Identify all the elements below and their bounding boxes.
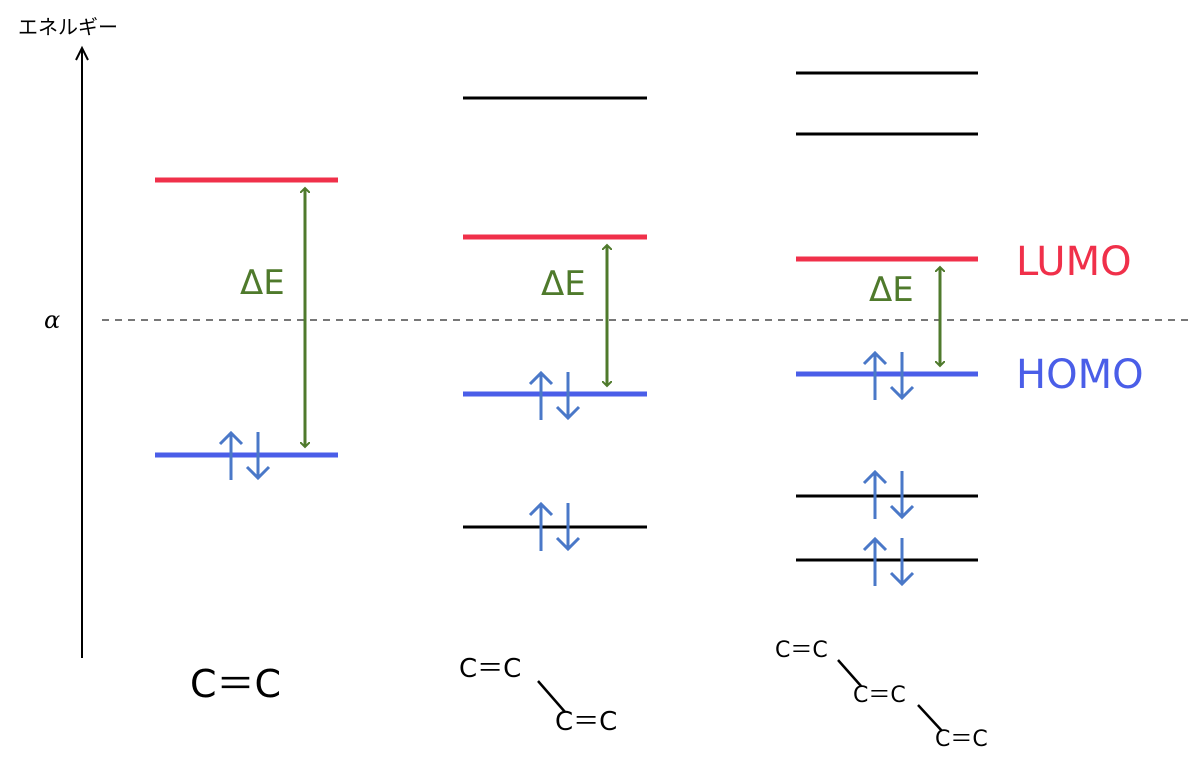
molecule-3-levels: ΔE (796, 71, 978, 587)
formula-butadiene: C＝C C＝C (459, 654, 617, 737)
energy-axis-label: エネルギー (18, 15, 118, 39)
formula-hexatriene: C＝C C＝C C＝C (775, 638, 988, 752)
formula-line: C＝C (935, 727, 988, 752)
alpha-label: α (44, 306, 60, 334)
electron-pair-homo-minus1 (528, 501, 581, 552)
electron-pair-homo (528, 370, 581, 421)
homo-label: HOMO (1016, 352, 1144, 398)
electron-pair-homo (218, 430, 271, 481)
formula-ethylene: C＝C (190, 662, 281, 706)
electron-pair-homo-minus1 (862, 469, 915, 520)
single-bond (837, 659, 862, 687)
gap-label: ΔE (869, 270, 914, 310)
single-bond (917, 704, 943, 732)
formula-line: C＝C (775, 638, 828, 663)
formula-line: C＝C (555, 707, 617, 737)
single-bond (537, 680, 566, 713)
formula-line: C＝C (190, 662, 281, 706)
gap-label: ΔE (541, 264, 586, 304)
gap-label: ΔE (240, 263, 285, 303)
energy-axis-arrowhead (75, 45, 89, 61)
molecule-2-levels: ΔE (463, 96, 647, 552)
molecule-1-levels: ΔE (155, 177, 338, 481)
electron-pair-homo (862, 350, 915, 401)
formula-line: C＝C (853, 683, 906, 708)
lumo-label: LUMO (1016, 239, 1132, 285)
formula-line: C＝C (459, 654, 521, 684)
electron-pair-homo-minus2 (862, 536, 915, 587)
